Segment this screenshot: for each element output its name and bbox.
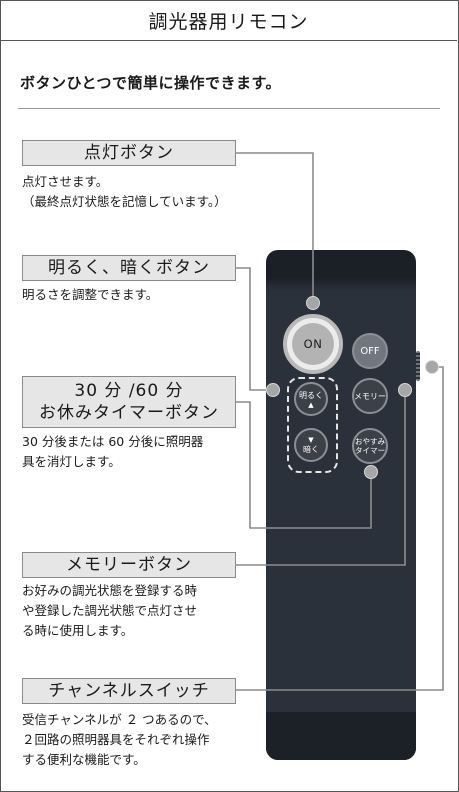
label-timer-line1: 30 分 /60 分 (74, 381, 184, 401)
remote-bottom-band (266, 712, 416, 760)
desc-on-button: 点灯させます。 （最終点灯状態を記憶しています。） (22, 174, 227, 209)
darker-button[interactable]: ▼ 暗く (294, 428, 328, 462)
desc-timer-button: 30 分後または 60 分後に照明器 具を消灯します。 (22, 434, 204, 469)
timer-label-line2: タイマー (355, 446, 385, 455)
on-button[interactable]: ON (283, 314, 343, 374)
marker-dim (266, 383, 280, 397)
off-button[interactable]: OFF (352, 333, 388, 369)
down-arrow-icon: ▼ (308, 435, 314, 444)
label-memory-button: メモリーボタン (22, 552, 236, 578)
desc-memory-button: お好みの調光状態を登録する時 や登録した調光状態で点灯させ る時に使用します。 (22, 583, 198, 638)
sleep-timer-button[interactable]: おやすみ タイマー (352, 428, 388, 464)
darker-label: 暗く (303, 444, 319, 454)
brighter-label: 明るく (299, 390, 323, 400)
brighter-button[interactable]: 明るく ▲ (294, 382, 328, 416)
label-on-button-text: 点灯ボタン (84, 143, 174, 163)
label-timer-line2: お休みタイマーボタン (39, 403, 219, 423)
page-title: 調光器用リモコン (0, 0, 457, 41)
label-on-button: 点灯ボタン (22, 140, 236, 166)
on-button-label: ON (303, 337, 323, 351)
label-channel-switch: チャンネルスイッチ (22, 678, 236, 704)
label-dim-buttons: 明るく、暗くボタン (22, 255, 236, 281)
label-memory-text: メモリーボタン (66, 555, 192, 575)
on-button-face: ON (292, 323, 334, 365)
label-dim-buttons-text: 明るく、暗くボタン (48, 258, 210, 278)
divider (18, 108, 440, 109)
marker-memory (398, 383, 412, 397)
memory-button[interactable]: メモリー (352, 378, 388, 414)
marker-on (306, 296, 320, 310)
off-button-label: OFF (360, 345, 380, 357)
up-arrow-icon: ▲ (308, 400, 314, 409)
label-timer-button: 30 分 /60 分 お休みタイマーボタン (22, 376, 236, 428)
channel-switch[interactable] (416, 351, 420, 381)
desc-channel-switch: 受信チャンネルが ２ つあるので、 ２回路の照明器具をそれぞれ操作 する便利な機… (22, 712, 217, 767)
marker-timer (364, 465, 378, 479)
headline: ボタンひとつで簡単に操作できます。 (20, 74, 281, 92)
timer-label-line1: おやすみ (355, 437, 385, 446)
marker-channel (425, 360, 439, 374)
label-channel-text: チャンネルスイッチ (48, 681, 210, 701)
desc-dim-buttons: 明るさを調整できます。 (22, 287, 159, 302)
memory-button-label: メモリー (354, 391, 386, 401)
